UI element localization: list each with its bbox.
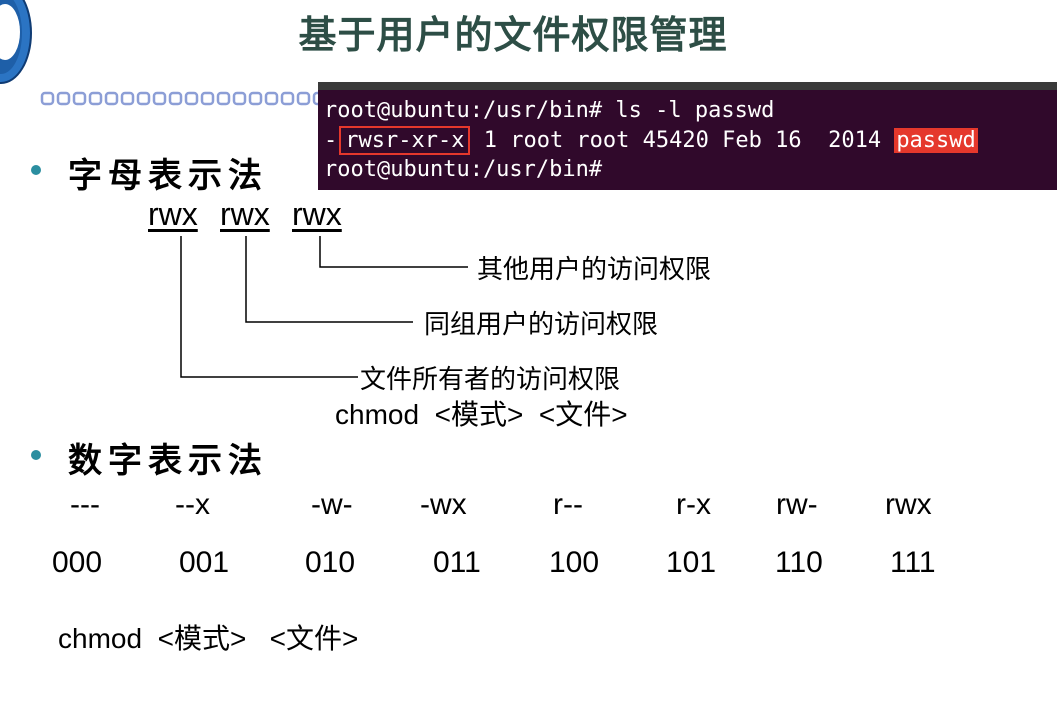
perm-number: 100 bbox=[549, 546, 600, 579]
chmod-syntax-letter: chmod <模式> <文件> bbox=[335, 399, 628, 430]
file-type-char: - bbox=[324, 128, 338, 153]
terminal-line-prompt: root@ubuntu:/usr/bin# bbox=[324, 157, 603, 182]
perm-symbol: rwx bbox=[885, 488, 932, 521]
chmod-syntax-numeric: chmod <模式> <文件> bbox=[58, 623, 359, 654]
perm-number: 111 bbox=[890, 546, 936, 579]
file-name-highlight: passwd bbox=[894, 128, 978, 153]
bullet-dot bbox=[31, 165, 41, 175]
terminal-screenshot: root@ubuntu:/usr/bin# ls -l passwd -rwsr… bbox=[318, 82, 1057, 190]
section-heading-letter: 字母表示法 bbox=[68, 156, 268, 196]
perm-symbol: --- bbox=[70, 488, 100, 521]
terminal-line-output: -rwsr-xr-x 1 root root 45420 Feb 16 2014… bbox=[324, 126, 978, 155]
school-logo bbox=[0, 0, 32, 84]
perm-symbol: r-- bbox=[553, 488, 583, 521]
decorative-dot-band bbox=[40, 88, 320, 110]
connector-group bbox=[245, 236, 413, 323]
label-others-permission: 其他用户的访问权限 bbox=[477, 255, 712, 285]
file-details: 1 root root 45420 Feb 16 2014 bbox=[470, 128, 895, 153]
connector-others bbox=[319, 236, 468, 268]
label-group-permission: 同组用户的访问权限 bbox=[424, 310, 659, 340]
terminal-line-command: root@ubuntu:/usr/bin# ls -l passwd bbox=[324, 98, 775, 123]
perm-number: 101 bbox=[666, 546, 717, 579]
logo-inner-ring bbox=[0, 4, 20, 60]
label-owner-permission: 文件所有者的访问权限 bbox=[360, 365, 621, 395]
perm-symbol: -wx bbox=[420, 488, 467, 521]
owner-permission-group: rwx bbox=[148, 196, 198, 232]
perm-number: 010 bbox=[305, 546, 356, 579]
others-permission-group: rwx bbox=[292, 196, 342, 232]
perm-symbol: --x bbox=[175, 488, 210, 521]
connector-owner bbox=[180, 236, 358, 378]
section-heading-numeric: 数字表示法 bbox=[68, 441, 268, 481]
bullet-dot bbox=[31, 450, 41, 460]
perm-symbol: rw- bbox=[776, 488, 818, 521]
perm-number: 001 bbox=[179, 546, 230, 579]
permission-string-highlight: rwsr-xr-x bbox=[339, 126, 471, 155]
perm-number: 110 bbox=[775, 546, 823, 579]
perm-number: 011 bbox=[433, 546, 481, 579]
perm-number: 000 bbox=[52, 546, 103, 579]
page-title: 基于用户的文件权限管理 bbox=[298, 13, 728, 57]
perm-symbol: r-x bbox=[676, 488, 711, 521]
perm-symbol: -w- bbox=[311, 488, 353, 521]
group-permission-group: rwx bbox=[220, 196, 270, 232]
